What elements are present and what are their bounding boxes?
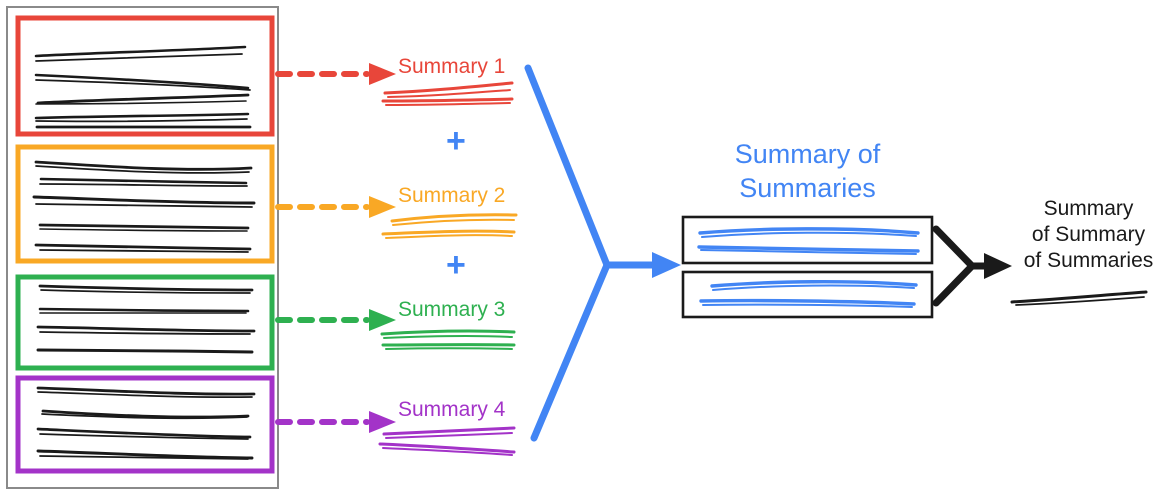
source-chunk-purple[interactable] [15, 375, 275, 474]
summary-4-scribble [378, 426, 516, 456]
summary-2-label: Summary 2 [398, 184, 506, 207]
chunk-red-text-scribbles [34, 45, 252, 129]
sos-box-2-scribbles [699, 280, 918, 308]
summary-3-label: Summary 3 [398, 298, 506, 321]
sos-box-1-scribbles [697, 227, 920, 255]
merge-arrow-black [932, 225, 1012, 307]
final-output-scribble [1010, 290, 1148, 306]
summary-1-scribble [381, 81, 514, 106]
dashed-arrow-purple [275, 411, 396, 433]
sos-box-1[interactable] [681, 215, 934, 265]
dashed-arrow-green [275, 309, 396, 331]
merge-arrow-blue [524, 64, 681, 442]
sos-title-line-2: Summaries [739, 172, 876, 203]
chunk-purple-text-scribbles [36, 386, 256, 460]
source-chunk-red[interactable] [15, 15, 275, 137]
source-chunk-green[interactable] [15, 274, 275, 371]
sos-box-2[interactable] [681, 270, 934, 319]
source-chunk-orange[interactable] [15, 144, 275, 264]
plus-operator-1: + [446, 122, 466, 160]
source-document-frame [6, 6, 279, 489]
plus-operator-2: + [446, 246, 466, 284]
final-output-line-2: of Summary [1031, 223, 1146, 247]
final-output-label: Summary of Summary of Summaries [1011, 196, 1166, 274]
final-output-line-3: of Summaries [1023, 249, 1154, 273]
chunk-green-text-scribbles [36, 284, 256, 354]
final-output-line-1: Summary [1043, 197, 1134, 220]
summary-4-label: Summary 4 [398, 398, 506, 421]
sos-title-line-1: Summary of [734, 139, 881, 169]
dashed-arrow-red [275, 63, 396, 85]
summary-3-scribble [380, 329, 516, 350]
summary-of-summaries-title: Summary of Summaries [683, 138, 932, 206]
summary-1-label: Summary 1 [398, 55, 506, 78]
summary-2-scribble [381, 213, 518, 239]
chunk-orange-text-scribbles [32, 160, 256, 253]
dashed-arrow-orange [275, 196, 396, 218]
